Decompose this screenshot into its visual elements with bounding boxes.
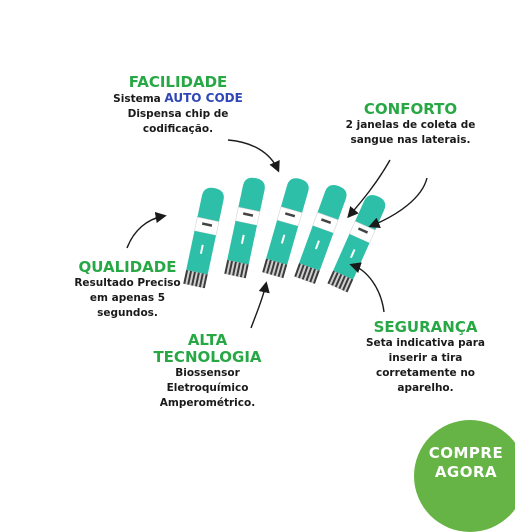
conforto-block: CONFORTO 2 janelas de coleta de sangue n…: [318, 101, 503, 148]
qualidade-block: QUALIDADE Resultado Preciso em apenas 5 …: [40, 259, 215, 321]
facilidade-block: FACILIDADE Sistema AUTO CODE Dispensa ch…: [88, 74, 268, 137]
seguranca-block: SEGURANÇA Seta indicativa para inserir a…: [338, 319, 513, 396]
tecnologia-line-1: Biossensor: [175, 367, 240, 379]
arrow-facilidade: [227, 139, 280, 173]
seguranca-line-2: inserir a tira: [388, 352, 463, 364]
test-strip-2: [223, 175, 268, 279]
seguranca-title: SEGURANÇA: [373, 318, 478, 336]
arrow-seguranca: [349, 262, 385, 313]
arrow-tecnologia: [250, 281, 270, 329]
seguranca-line-1: Seta indicativa para: [365, 337, 485, 349]
facilidade-line-2: Dispensa chip de: [127, 108, 229, 120]
conforto-line-1: 2 janelas de coleta de: [345, 119, 476, 131]
arrow-qualidade: [126, 211, 167, 249]
facilidade-title: FACILIDADE: [128, 73, 228, 91]
tecnologia-line-2: Eletroquímico: [166, 382, 249, 394]
auto-code-label: AUTO CODE: [164, 91, 243, 105]
tecnologia-line-3: Amperométrico.: [159, 397, 256, 409]
arrow-conforto-2: [347, 159, 391, 219]
seguranca-line-3: corretamente no: [375, 367, 476, 379]
conforto-line-2: sangue nas laterais.: [350, 134, 471, 146]
tecnologia-title-line-1: ALTA: [187, 331, 228, 349]
buy-now-button[interactable]: COMPRE AGORA: [414, 420, 515, 532]
tecnologia-title-line-2: TECNOLOGIA: [153, 348, 262, 366]
seguranca-line-4: aparelho.: [397, 382, 454, 394]
qualidade-line-1: Resultado Preciso: [74, 277, 181, 289]
qualidade-title: QUALIDADE: [78, 258, 177, 276]
tecnologia-block: ALTA TECNOLOGIA Biossensor Eletroquímico…: [135, 332, 280, 411]
conforto-title: CONFORTO: [363, 100, 458, 118]
buy-now-line-1[interactable]: COMPRE: [428, 444, 504, 462]
buy-now-label[interactable]: COMPRE AGORA: [414, 444, 515, 482]
buy-now-line-2[interactable]: AGORA: [434, 463, 498, 481]
facilidade-line-1: Sistema AUTO CODE: [88, 91, 268, 107]
qualidade-line-2: em apenas 5: [89, 292, 166, 304]
qualidade-line-3: segundos.: [97, 307, 158, 319]
facilidade-prefix: Sistema: [113, 93, 161, 105]
strip-illustration: [126, 139, 428, 329]
arrow-conforto: [368, 177, 428, 229]
facilidade-line-3: codificação.: [142, 123, 214, 135]
